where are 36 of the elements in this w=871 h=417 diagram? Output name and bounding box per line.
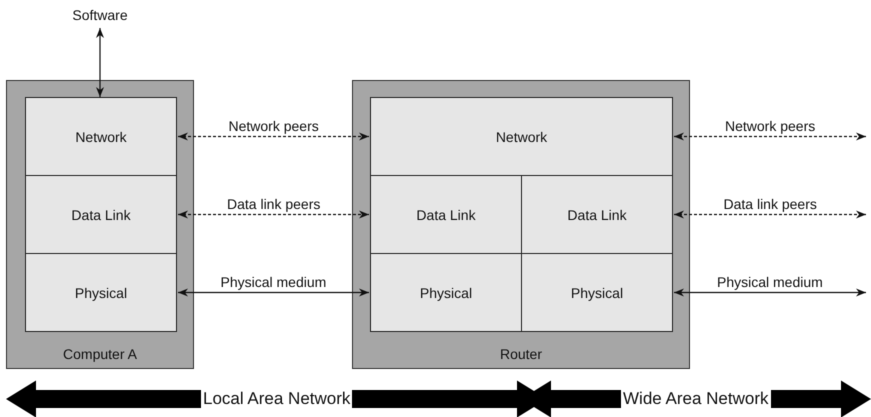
software-label: Software bbox=[60, 4, 140, 26]
edge-label: Physical medium bbox=[715, 274, 825, 290]
edge-label: Physical medium bbox=[218, 274, 328, 290]
edge-label: Network peers bbox=[723, 118, 818, 134]
layer-name: Physical bbox=[570, 284, 624, 300]
network-span-label: Wide Area Network bbox=[621, 389, 770, 409]
arrow bbox=[674, 210, 866, 218]
layer-box bbox=[370, 175, 522, 254]
layer-name: Data Link bbox=[71, 206, 131, 222]
layer-name: Data Link bbox=[567, 206, 627, 222]
arrow bbox=[674, 288, 866, 296]
edge-label: Data link peers bbox=[722, 196, 819, 212]
arrow bbox=[674, 132, 866, 140]
layer-box bbox=[25, 253, 177, 332]
layer-name: Data Link bbox=[416, 206, 476, 222]
layer-name: Network bbox=[75, 128, 127, 144]
arrow bbox=[178, 210, 369, 218]
device-box bbox=[6, 80, 194, 369]
layer-box bbox=[370, 97, 673, 176]
layer-name: Physical bbox=[74, 284, 128, 300]
network-span-label: Local Area Network bbox=[201, 389, 352, 409]
device-box bbox=[352, 80, 690, 369]
layer-box bbox=[370, 253, 522, 332]
arrow bbox=[178, 132, 369, 140]
edge-label: Data link peers bbox=[225, 196, 322, 212]
layer-name: Physical bbox=[420, 284, 472, 300]
layer-box bbox=[25, 97, 177, 176]
edge-label: Network peers bbox=[226, 118, 321, 134]
layer-box bbox=[25, 175, 177, 254]
arrow bbox=[96, 28, 104, 97]
layer-box bbox=[521, 175, 673, 254]
arrow bbox=[178, 288, 369, 296]
device-name: Router bbox=[498, 346, 544, 362]
device-name: Computer A bbox=[62, 346, 138, 362]
layer-name: Network bbox=[496, 128, 548, 144]
layer-box bbox=[521, 253, 673, 332]
